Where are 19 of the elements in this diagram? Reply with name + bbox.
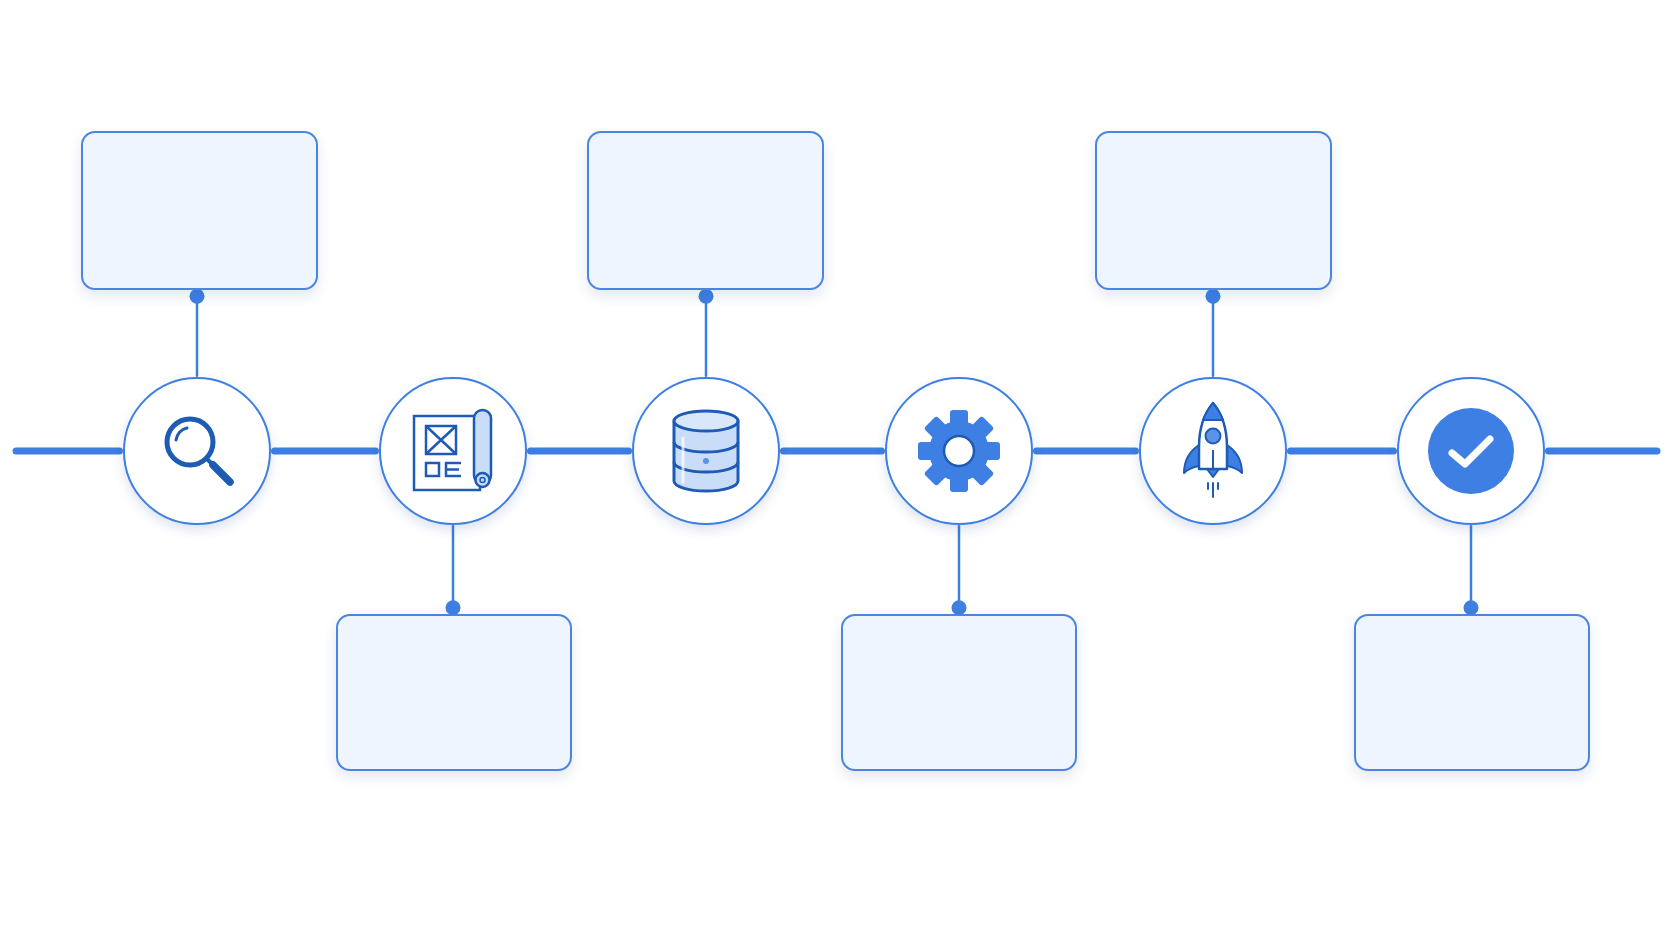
timeline-line [1033, 447, 1139, 455]
connector-line [1463, 525, 1479, 616]
blank-card [1354, 614, 1590, 771]
connector-line [445, 525, 461, 616]
timeline-line [12, 447, 123, 455]
timeline-line [780, 447, 885, 455]
blank-card [1095, 131, 1332, 290]
connector-line [698, 288, 714, 377]
blank-card [81, 131, 318, 290]
timeline-line [1545, 447, 1661, 455]
blank-card [587, 131, 824, 290]
blank-card [841, 614, 1077, 771]
connector-line [951, 525, 967, 616]
timeline-line [1287, 447, 1397, 455]
connector-line [189, 288, 205, 377]
blank-card [336, 614, 572, 771]
connector-line [1205, 288, 1221, 377]
timeline-line [271, 447, 379, 455]
timeline-line [527, 447, 632, 455]
